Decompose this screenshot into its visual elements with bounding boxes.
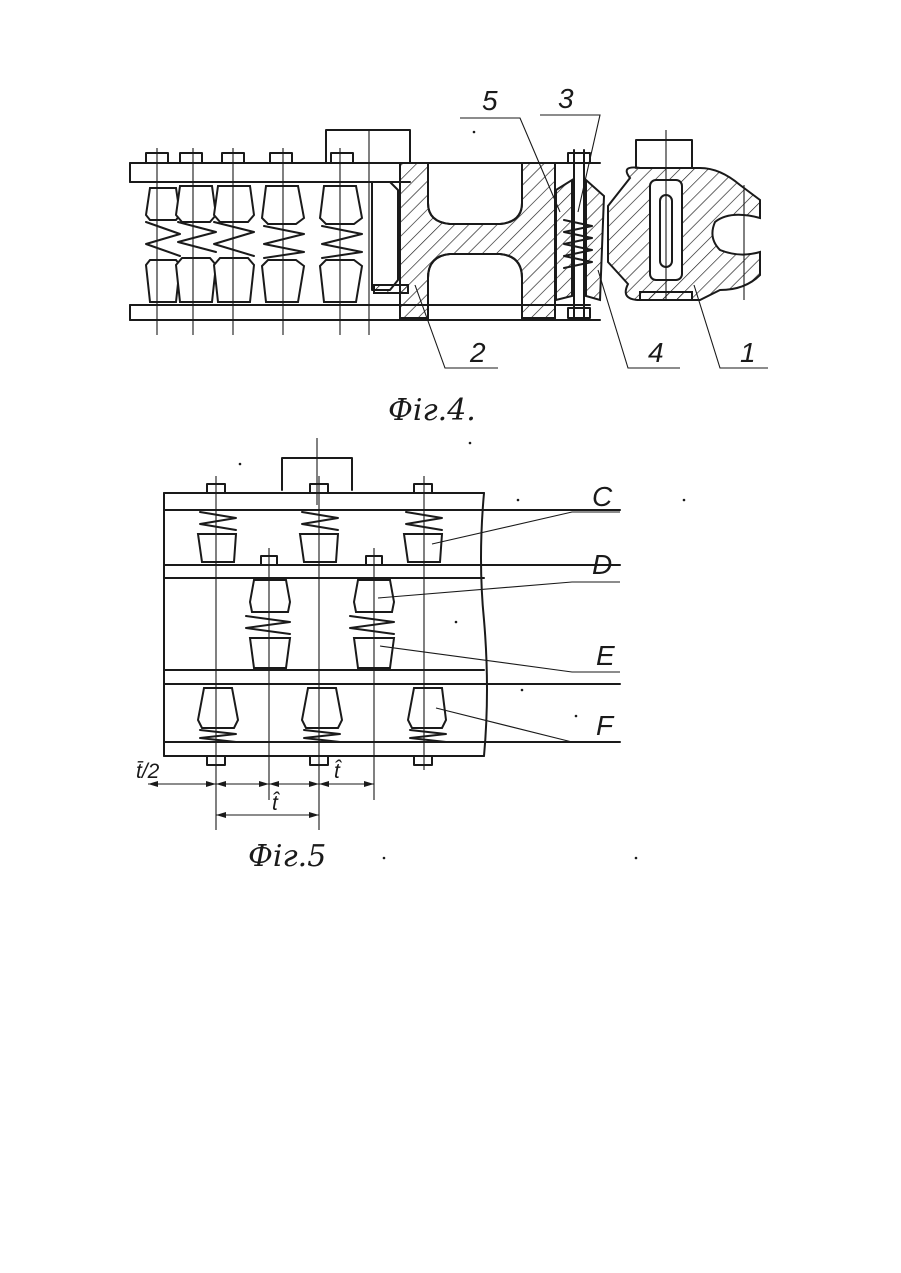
- roller-stacks: [146, 186, 362, 302]
- figure-5: C D E F t̄/2 t̂ t̂ Фіг.5: [136, 438, 620, 874]
- bracket: [372, 182, 398, 290]
- label-1: 1: [740, 337, 756, 368]
- label-2: 2: [469, 337, 486, 368]
- label-4: 4: [648, 337, 664, 368]
- part-5: [556, 180, 572, 300]
- label-c: C: [592, 481, 613, 512]
- label-e: E: [596, 640, 615, 671]
- roller-row-c: [198, 512, 442, 562]
- label-3: 3: [558, 83, 574, 114]
- dim-pitch-right: t̂: [334, 760, 343, 783]
- label-5: 5: [482, 85, 498, 116]
- dim-pitch-center: t̂: [272, 792, 281, 815]
- hub-part-2: [400, 163, 555, 318]
- part-1-fork: [608, 167, 760, 300]
- figure-4: 5 3 2 4 1 Фіг.4.: [130, 83, 768, 428]
- label-d: D: [592, 549, 612, 580]
- shaft-stub: [326, 130, 410, 163]
- dim-half-pitch: t̄/2: [136, 760, 160, 783]
- roller-row-f: [198, 688, 446, 742]
- caption-fig-5: Фіг.5: [248, 839, 326, 874]
- caption-fig-4: Фіг.4.: [388, 393, 476, 428]
- roller-row-de: [246, 580, 394, 668]
- dimension-lines: [148, 781, 374, 818]
- label-f: F: [596, 710, 615, 741]
